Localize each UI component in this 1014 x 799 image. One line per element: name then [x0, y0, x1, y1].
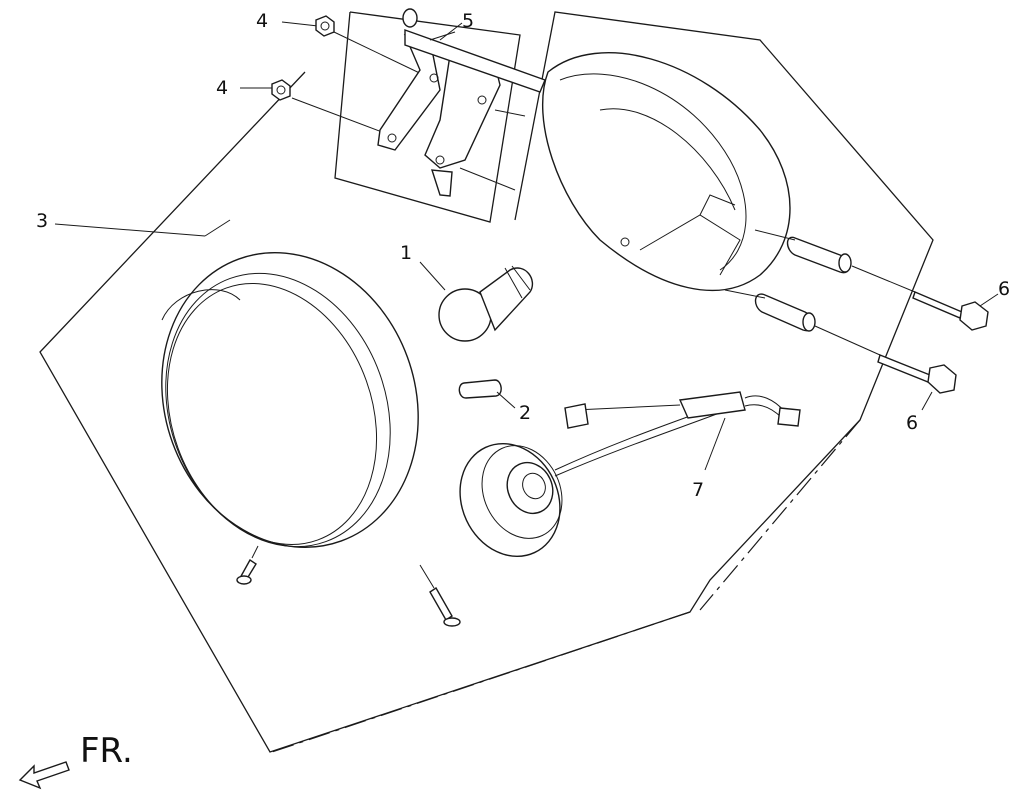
spacer-lower: [724, 289, 881, 356]
callout-6-upper: 6: [998, 278, 1011, 300]
nut-upper: [281, 15, 431, 79]
front-direction-label: FR.: [80, 731, 133, 771]
callout-6-lower: 6: [906, 412, 919, 434]
spacer-upper: [754, 229, 916, 293]
bolt-lower: [877, 354, 957, 411]
leader-3: [54, 223, 206, 237]
leader-5: [439, 22, 463, 41]
nut-lower: [240, 79, 391, 136]
callout-4-upper: 4: [256, 10, 269, 32]
callout-4-lower: 4: [216, 77, 229, 99]
screw-right: [419, 564, 461, 627]
callout-5: 5: [462, 10, 475, 32]
leader-3b: [204, 219, 231, 237]
bulb: [419, 261, 534, 342]
assembly-boundary: [39, 11, 934, 753]
screw-left: [236, 545, 259, 585]
boundary-dashed-segment: [699, 419, 861, 611]
bracket-boundary: [334, 11, 521, 223]
boundary-dashed-lower: [271, 611, 691, 753]
socket-harness: [459, 391, 801, 558]
callout-3: 3: [36, 210, 49, 232]
callout-2: 2: [519, 402, 532, 424]
headlight-housing: [541, 52, 791, 292]
mounting-bracket: [377, 8, 546, 197]
callout-7: 7: [692, 479, 705, 501]
headlight-rim: [161, 252, 419, 548]
small-bulb: [458, 379, 516, 409]
callout-1: 1: [400, 242, 413, 264]
bolt-upper: [912, 291, 999, 331]
arrow-left-down-icon: [18, 761, 70, 790]
